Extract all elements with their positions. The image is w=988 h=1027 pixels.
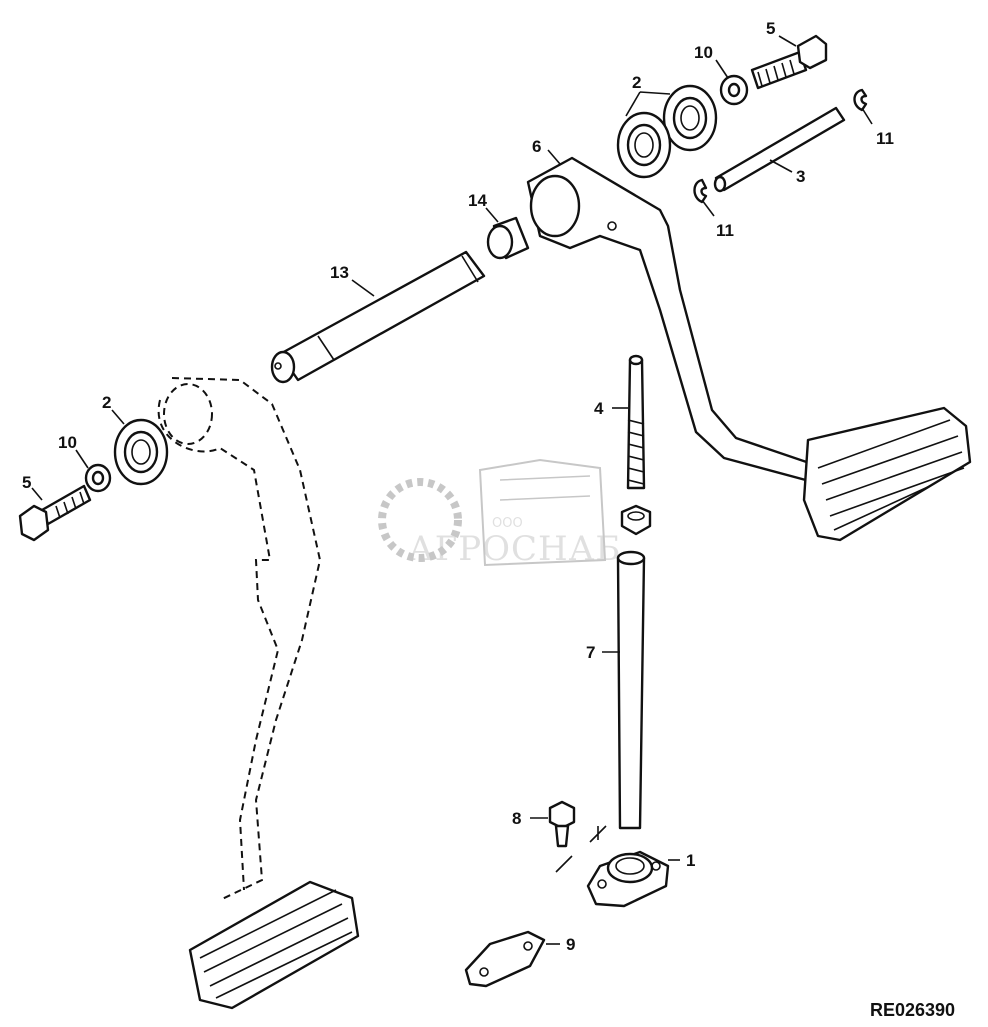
part-13-shaft [270, 250, 486, 384]
callout-5-lower: 5 [22, 473, 31, 492]
phantom-pedal-outline [157, 377, 360, 1010]
part-9-gasket [464, 930, 546, 988]
part-2-upper-bearing-a [662, 84, 718, 152]
part-5-upper-bolt [750, 34, 828, 90]
part-8-bolt [548, 800, 607, 873]
callout-2-lower: 2 [102, 393, 111, 412]
part-11-upper-clip [853, 88, 868, 112]
part-4-threaded-rod [626, 354, 646, 490]
part-1-flange [586, 850, 670, 908]
watermark-company-name: АГРОСНАБ [408, 529, 621, 569]
part-10-lower-washer [84, 463, 112, 493]
callout-10-lower: 10 [58, 433, 77, 452]
callout-13: 13 [330, 263, 349, 282]
watermark: ООО АГРОСНАБ [378, 458, 621, 569]
callout-11-upper: 11 [876, 129, 894, 148]
reference-code: RE026390 [870, 1000, 955, 1020]
hex-nut [620, 504, 652, 536]
watermark-company-form: ООО [492, 516, 523, 531]
part-10-upper-washer [719, 74, 749, 106]
callout-14: 14 [468, 191, 487, 210]
callout-10-upper: 10 [694, 43, 713, 62]
part-2-lower-bearing [113, 418, 169, 486]
part-14-spacer [486, 216, 530, 260]
callout-6: 6 [532, 137, 541, 156]
part-3-pin [713, 106, 846, 193]
callout-3: 3 [796, 167, 805, 186]
callout-7: 7 [586, 643, 595, 662]
callout-9: 9 [566, 935, 575, 954]
callout-5-upper: 5 [766, 19, 775, 38]
part-6-pedal [526, 156, 972, 542]
callout-4: 4 [594, 399, 604, 418]
part-7-rod [616, 550, 646, 830]
callout-2-upper: 2 [632, 73, 641, 92]
part-2-upper-bearing-b [616, 111, 672, 179]
callout-1: 1 [686, 851, 695, 870]
part-11-lower-clip [693, 178, 708, 204]
callout-11-lower: 11 [716, 221, 734, 240]
leader-lines [31, 35, 873, 945]
part-5-lower-bolt [18, 484, 92, 542]
callout-labels: 5 10 2 11 6 3 14 11 13 4 2 10 5 7 8 1 9 [22, 19, 894, 954]
callout-8: 8 [512, 809, 521, 828]
